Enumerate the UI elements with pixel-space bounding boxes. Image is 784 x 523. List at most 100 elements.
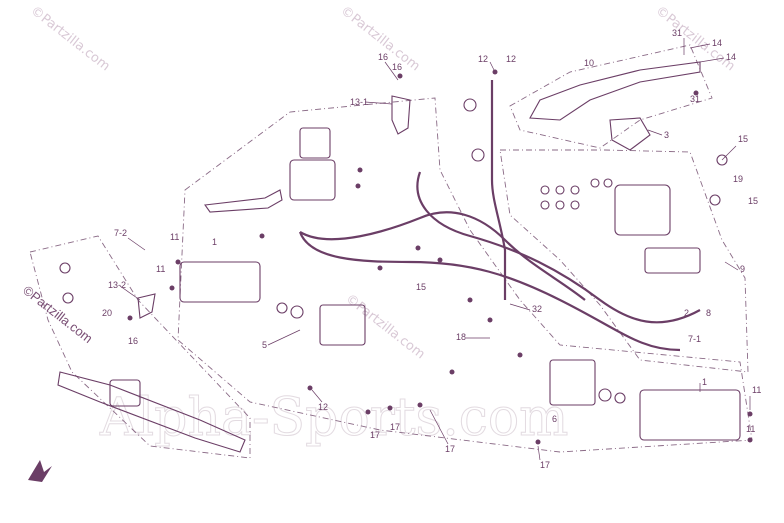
piston [463, 98, 477, 112]
seal [540, 185, 550, 195]
bolt [387, 405, 393, 411]
outline-top-right-lever [509, 44, 713, 149]
seal [555, 185, 565, 195]
callout: 11 [746, 424, 755, 434]
piston [276, 302, 288, 314]
left-master-cylinder [289, 159, 336, 201]
seal [555, 200, 565, 210]
caliper-center [319, 304, 366, 346]
watermark-small: ©Partzilla.com [653, 3, 738, 74]
bolt [535, 439, 541, 445]
watermark-small: ©Partzilla.com [343, 291, 428, 362]
leader [724, 261, 739, 271]
callout: 9 [740, 264, 745, 274]
left-reservoir [299, 127, 331, 159]
callout: 7-1 [688, 334, 701, 344]
bolt [259, 233, 265, 239]
bolt [127, 315, 133, 321]
bolt [747, 411, 753, 417]
seal [570, 185, 580, 195]
callout: 17 [540, 460, 550, 470]
callout: 6 [552, 414, 557, 424]
watermark-small: ©Partzilla.com [338, 3, 423, 74]
callout: 11 [752, 385, 761, 395]
piston [62, 292, 74, 304]
leader [429, 409, 449, 445]
leader [119, 285, 141, 301]
bolt [437, 257, 443, 263]
callout: 1 [702, 377, 707, 387]
callout: 31 [672, 28, 682, 38]
callout: 15 [748, 196, 758, 206]
bolt [355, 183, 361, 189]
brake-hoses [298, 80, 701, 352]
callout: 32 [532, 304, 542, 314]
callout: 8 [706, 308, 711, 318]
piston [59, 262, 71, 274]
callout: 20 [102, 308, 112, 318]
left-grip-housing [109, 379, 141, 407]
callout: 12 [318, 402, 328, 412]
bolt [175, 259, 181, 265]
leader [384, 61, 399, 81]
leader [689, 43, 711, 49]
caliper-far-right [639, 389, 741, 441]
bolt [487, 317, 493, 323]
leader [537, 445, 541, 461]
watermark-layer: ©Partzilla.com ©Partzilla.com ©Partzilla… [20, 3, 737, 448]
outline-front-caliper-group [177, 97, 753, 453]
callout: 17 [445, 444, 455, 454]
watermark-large: Alpha-Sports.com [99, 388, 568, 448]
bolt [169, 285, 175, 291]
piston [471, 148, 485, 162]
leader [721, 145, 737, 161]
callout: 12 [506, 54, 516, 64]
fasteners [127, 69, 753, 445]
right-lever-assembly [529, 61, 701, 121]
callout: 19 [733, 174, 743, 184]
callout: 14 [712, 38, 722, 48]
piston [709, 194, 721, 206]
watermark-left-vertical: ©Partzilla.com [20, 283, 95, 347]
piston [598, 388, 612, 402]
outline-rear-master [499, 149, 749, 373]
callout: 11 [170, 232, 179, 242]
leader [127, 237, 146, 251]
bolt [357, 167, 363, 173]
piston [290, 305, 304, 319]
seal [603, 178, 613, 188]
callout: 16 [378, 52, 388, 62]
leader [364, 101, 393, 105]
seal [570, 200, 580, 210]
bolt [307, 385, 313, 391]
bolt [397, 73, 403, 79]
callout: 13-1 [350, 97, 368, 107]
bracket [391, 95, 411, 135]
callout: 3 [664, 130, 669, 140]
bolt [517, 352, 523, 358]
callout: 12 [478, 54, 488, 64]
callout: 17 [370, 430, 380, 440]
callout: 15 [416, 282, 426, 292]
callout: 18 [456, 332, 466, 342]
callout: 31 [690, 94, 700, 104]
bolt [449, 369, 455, 375]
bolt [365, 409, 371, 415]
caliper-left [179, 261, 261, 303]
leader [699, 57, 725, 63]
left-lever [204, 189, 283, 213]
bolt [377, 265, 383, 271]
bolt [693, 90, 699, 96]
piston [716, 154, 728, 166]
direction-arrow-icon [28, 460, 52, 482]
piston [614, 392, 626, 404]
callout: 16 [128, 336, 138, 346]
callout-labels: 16 16 13-1 12 12 31 14 14 31 10 3 15 19 … [102, 28, 761, 470]
callout: 11 [156, 264, 165, 274]
callout: 13-2 [108, 280, 126, 290]
bolt [467, 297, 473, 303]
leader [489, 61, 496, 73]
callout: 5 [262, 340, 267, 350]
callout: 15 [738, 134, 748, 144]
bolt [747, 437, 753, 443]
